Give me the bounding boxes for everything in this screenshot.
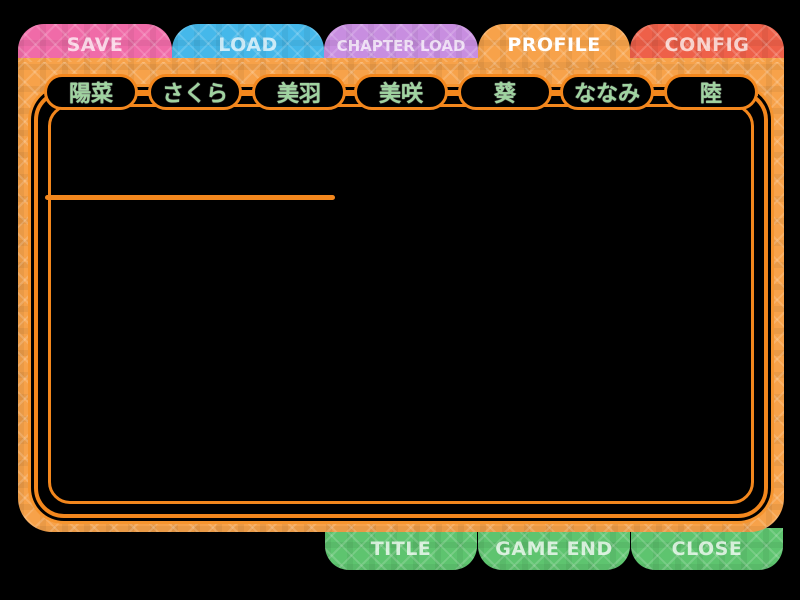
character-tab-aoi[interactable]: 葵: [458, 74, 552, 110]
character-tab-sakura[interactable]: さくら: [148, 74, 242, 110]
character-tab-hina[interactable]: 陽菜: [44, 74, 138, 110]
character-tab-riku[interactable]: 陸: [664, 74, 758, 110]
character-name: ななみ: [573, 82, 640, 107]
game-end-button-label: GAME END: [495, 538, 613, 560]
tab-profile-label: PROFILE: [507, 34, 601, 56]
character-tab-miu[interactable]: 美羽: [252, 74, 346, 110]
character-name: 葵: [493, 82, 516, 107]
character-name: さくら: [161, 82, 228, 107]
close-button[interactable]: CLOSE: [631, 528, 783, 570]
character-tab-nanami[interactable]: ななみ: [560, 74, 654, 110]
game-end-button[interactable]: GAME END: [478, 528, 630, 570]
character-name: 陽菜: [68, 82, 113, 107]
profile-content-panel: [34, 90, 768, 518]
character-name: 美羽: [276, 82, 321, 107]
tab-config-label: CONFIG: [664, 34, 750, 56]
close-button-label: CLOSE: [671, 538, 743, 560]
tab-profile[interactable]: PROFILE: [478, 24, 630, 68]
tab-save-label: SAVE: [66, 34, 124, 56]
panel-inner-border: [48, 104, 754, 504]
character-tab-misaki[interactable]: 美咲: [354, 74, 448, 110]
tab-load-label: LOAD: [218, 34, 278, 56]
character-name: 陸: [699, 82, 722, 107]
title-button[interactable]: TITLE: [325, 528, 477, 570]
profile-divider-line: [45, 195, 335, 200]
tab-chapter-load-label: CHAPTER LOAD: [336, 37, 466, 55]
character-name: 美咲: [378, 82, 423, 107]
title-button-label: TITLE: [370, 538, 432, 560]
